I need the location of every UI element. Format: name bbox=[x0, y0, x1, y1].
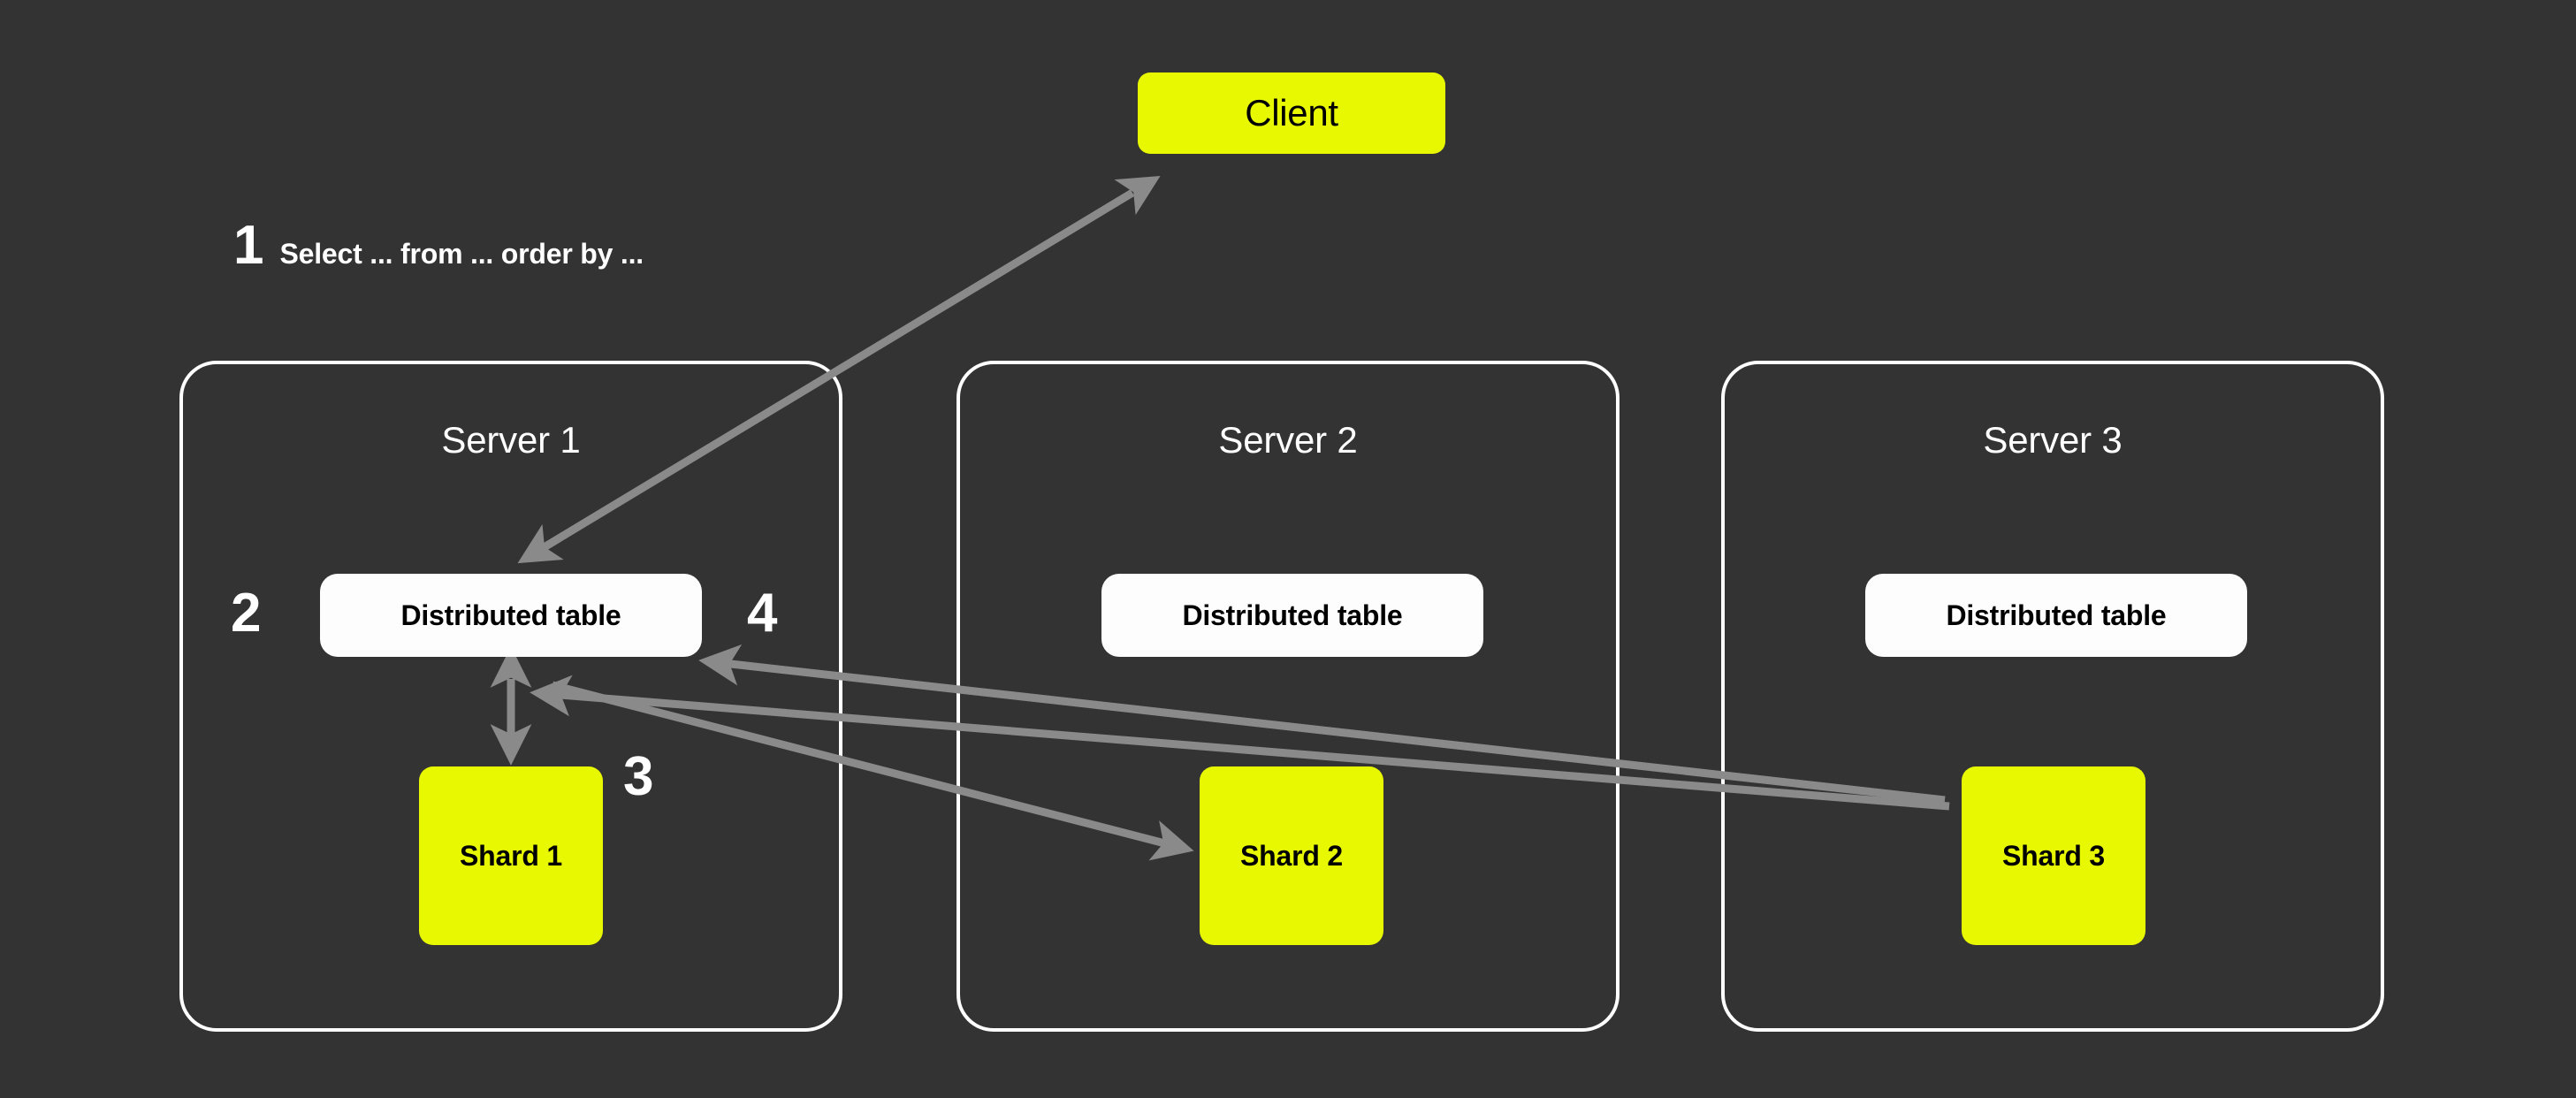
shard-2[interactable]: Shard 2 bbox=[1200, 766, 1383, 945]
shard-1[interactable]: Shard 1 bbox=[419, 766, 603, 945]
client-label: Client bbox=[1245, 92, 1338, 133]
client-node[interactable]: Client bbox=[1138, 72, 1445, 154]
distributed-table-3[interactable]: Distributed table bbox=[1865, 574, 2247, 657]
shard-1-label: Shard 1 bbox=[460, 839, 562, 872]
shard-2-label: Shard 2 bbox=[1240, 839, 1343, 872]
shard-3-label: Shard 3 bbox=[2002, 839, 2105, 872]
distributed-table-2-label: Distributed table bbox=[1182, 599, 1403, 631]
step-4-number: 4 bbox=[747, 583, 778, 644]
distributed-table-1[interactable]: Distributed table bbox=[320, 574, 702, 657]
server-3-title: Server 3 bbox=[1983, 419, 2123, 461]
server-2-title: Server 2 bbox=[1218, 419, 1358, 461]
server-1-title: Server 1 bbox=[441, 419, 581, 461]
step-3-number: 3 bbox=[623, 746, 654, 807]
shard-3[interactable]: Shard 3 bbox=[1962, 766, 2145, 945]
distributed-table-1-label: Distributed table bbox=[400, 599, 621, 631]
step-1-number: 1 bbox=[233, 215, 264, 276]
distributed-table-3-label: Distributed table bbox=[1946, 599, 2167, 631]
step-1-caption: 1 Select ... from ... order by ... bbox=[233, 218, 644, 273]
distributed-table-2[interactable]: Distributed table bbox=[1101, 574, 1483, 657]
step-1-query-text: Select ... from ... order by ... bbox=[279, 238, 644, 270]
step-2-number: 2 bbox=[231, 583, 262, 644]
